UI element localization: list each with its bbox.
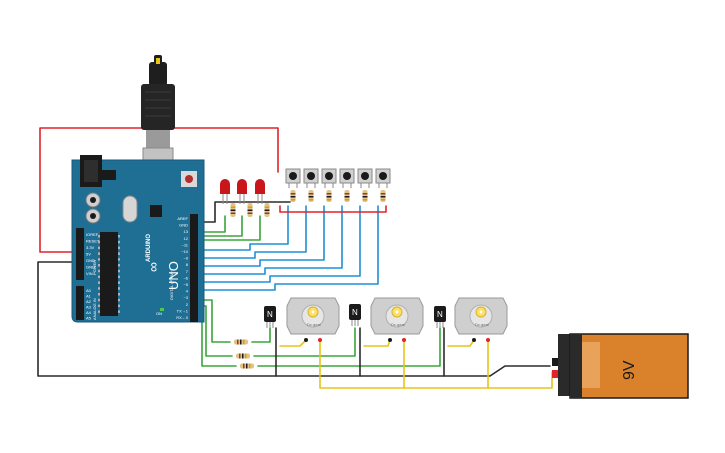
pin-label: ~3 [183,295,188,300]
pin-label: ~9 [183,256,188,261]
arduino-model: UNO [166,261,181,290]
pin-label: ~6 [183,275,188,280]
resistor-icon[interactable] [264,203,270,217]
pin-label: IOREF [86,232,99,237]
wire-blue-6[interactable] [197,205,379,291]
motor-label: Dc.gear [307,322,322,327]
dc-motor-icon[interactable]: Dc.gear [286,297,340,342]
pushbutton-icon[interactable] [321,168,337,202]
wire-red-btn[interactable] [279,205,387,213]
pin-label: AREF [177,216,188,221]
pushbutton-icon[interactable] [375,168,391,202]
wire-yellow-2[interactable] [319,339,553,389]
pin-label: GND [179,223,188,228]
arduino-brand: ARDUINO [146,234,152,262]
pin-label: A0 [86,288,92,293]
wire-blue-1[interactable] [197,205,289,251]
battery-label: 9V [621,360,638,380]
pin-label: RESET [86,239,100,244]
wire-gnd-board[interactable] [197,201,291,223]
pushbuttons-group [285,168,391,202]
pin-label: GND [86,258,95,263]
npn-transistor-icon[interactable]: N [349,304,361,326]
wire-green-7[interactable] [251,327,271,343]
pushbutton-icon[interactable] [339,168,355,202]
wire-blue-5[interactable] [197,205,361,283]
pin-label: A5 [86,316,92,321]
svg-text:N: N [352,308,358,317]
pin-label: ~11 [182,242,189,247]
wire-blue-3[interactable] [197,205,325,267]
wire-blue-4[interactable] [197,205,343,275]
motors-group: Dc.gear Dc.gear Dc.gear [286,297,508,342]
arduino-logo-icon: ∞ [145,262,161,272]
npn-transistor-icon[interactable]: N [434,306,446,328]
wire-yellow-3[interactable] [363,339,391,347]
pin-label: 3.3V [86,245,95,250]
pin-label: 8 [186,262,189,267]
battery-9v-icon[interactable]: 9V [552,333,689,399]
wire-green-3[interactable] [197,215,261,241]
pin-label: A4 [86,310,92,315]
led-red-icon[interactable] [255,179,265,204]
wire-yellow-5[interactable] [447,339,475,347]
resistor-icon[interactable] [247,203,253,217]
crystal [122,195,138,223]
dc-motor-icon[interactable]: Dc.gear [454,297,508,342]
svg-text:N: N [267,310,273,319]
analog-header-label: ANALOG IN [92,298,97,320]
motor-label: Dc.gear [391,322,406,327]
pin-label: A1 [86,294,92,299]
atmega-chip [100,232,118,316]
pin-label: GND [86,265,95,270]
svg-text:N: N [437,310,443,319]
wire-yellow-1[interactable] [279,339,307,347]
resistor-icon[interactable] [234,339,248,345]
pin-label: 2 [186,302,189,307]
digital-header-label: DIGITAL (PWM~) [169,268,174,300]
resistor-icon[interactable] [240,363,254,369]
pushbutton-icon[interactable] [285,168,301,202]
motor-label: Dc.gear [475,322,490,327]
resistor-icon[interactable] [236,353,250,359]
pin-label: 12 [184,236,189,241]
on-label: ON [156,311,162,316]
pin-label: ~10 [181,249,189,254]
wire-green-9[interactable] [257,327,441,367]
power-header-label: POWER [92,260,97,275]
transistors-group: N N N [234,304,446,369]
leds-group [220,179,270,217]
pin-label: ~5 [183,282,188,287]
pin-label: 5V [86,252,91,257]
pin-label: VIN [86,271,93,276]
npn-transistor-icon[interactable]: N [264,306,276,328]
pushbutton-icon[interactable] [303,168,319,202]
pin-label: 4 [186,289,189,294]
pin-label: RX←0 [176,315,189,320]
led-red-icon[interactable] [220,179,230,204]
led-red-icon[interactable] [237,179,247,204]
pin-label: A2 [86,299,92,304]
wire-5v-red[interactable] [39,127,279,253]
pin-label: A3 [86,305,92,310]
wire-gnd-black[interactable] [37,261,551,377]
pin-label: 13 [184,229,189,234]
pin-label: TX→1 [177,308,189,313]
wires [37,127,553,389]
wire-green-2[interactable] [197,215,243,237]
wire-green-4[interactable] [197,299,231,343]
wire-green-1[interactable] [197,215,226,233]
dc-motor-icon[interactable]: Dc.gear [370,297,424,342]
pin-label: 7 [186,269,189,274]
resistor-icon[interactable] [230,203,236,217]
wire-blue-2[interactable] [197,205,307,259]
wire-green-8[interactable] [253,327,356,357]
pushbutton-icon[interactable] [357,168,373,202]
